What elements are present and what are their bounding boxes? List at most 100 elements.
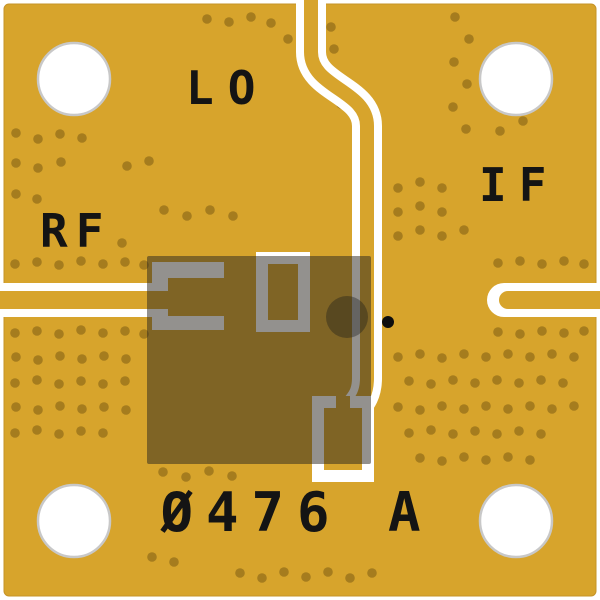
via [11,128,21,138]
component [147,256,394,464]
via [437,231,447,241]
via [437,456,447,466]
via [514,378,524,388]
via [10,259,20,269]
via [481,401,491,411]
via [33,405,43,415]
pin1-dot [382,316,394,328]
via [120,376,130,386]
via [246,12,256,22]
via [76,376,86,386]
via [493,327,503,337]
mounting-holes [36,41,554,559]
via [426,425,436,435]
via [515,329,525,339]
via [415,453,425,463]
via [301,572,311,582]
via [32,326,42,336]
via [235,568,245,578]
via [76,325,86,335]
via [32,425,42,435]
via [415,405,425,415]
via [32,257,42,267]
via [481,455,491,465]
via [518,116,528,126]
via [224,17,234,27]
via [470,426,480,436]
via [76,256,86,266]
via [393,207,403,217]
via [56,157,66,167]
via [367,568,377,578]
via [503,349,513,359]
via [10,428,20,438]
via [33,355,43,365]
via [569,352,579,362]
via-layer [10,12,589,583]
via [122,161,132,171]
via [32,375,42,385]
via [181,472,191,482]
via [492,429,502,439]
via [32,194,42,204]
via [77,133,87,143]
component-shadow [147,256,371,464]
via [266,18,276,28]
via [503,452,513,462]
via [202,14,212,24]
via [450,12,460,22]
via [437,353,447,363]
via [536,375,546,385]
via [559,256,569,266]
via [547,349,557,359]
via [55,351,65,361]
via [98,379,108,389]
via [11,352,21,362]
via [11,402,21,412]
mounting-hole-bottom-left [36,483,112,559]
via [495,126,505,136]
via [158,467,168,477]
via [559,328,569,338]
via [448,375,458,385]
via [182,211,192,221]
via [537,326,547,336]
via [569,401,579,411]
via [98,328,108,338]
via [415,225,425,235]
via [404,376,414,386]
via [11,158,21,168]
via [345,573,355,583]
via [139,260,149,270]
via [503,404,513,414]
via [464,34,474,44]
via [437,207,447,217]
via [55,401,65,411]
via [257,573,267,583]
via [492,375,502,385]
via [98,428,108,438]
via [537,259,547,269]
via [462,79,472,89]
via [10,328,20,338]
via [99,351,109,361]
via [459,225,469,235]
via [459,452,469,462]
via [547,404,557,414]
via [514,426,524,436]
via [415,349,425,359]
via [481,352,491,362]
via [11,189,21,199]
via [77,354,87,364]
via [120,326,130,336]
via [121,405,131,415]
via [147,552,157,562]
via [461,124,471,134]
via [525,401,535,411]
via [459,349,469,359]
via [415,177,425,187]
via [10,378,20,388]
via [121,354,131,364]
